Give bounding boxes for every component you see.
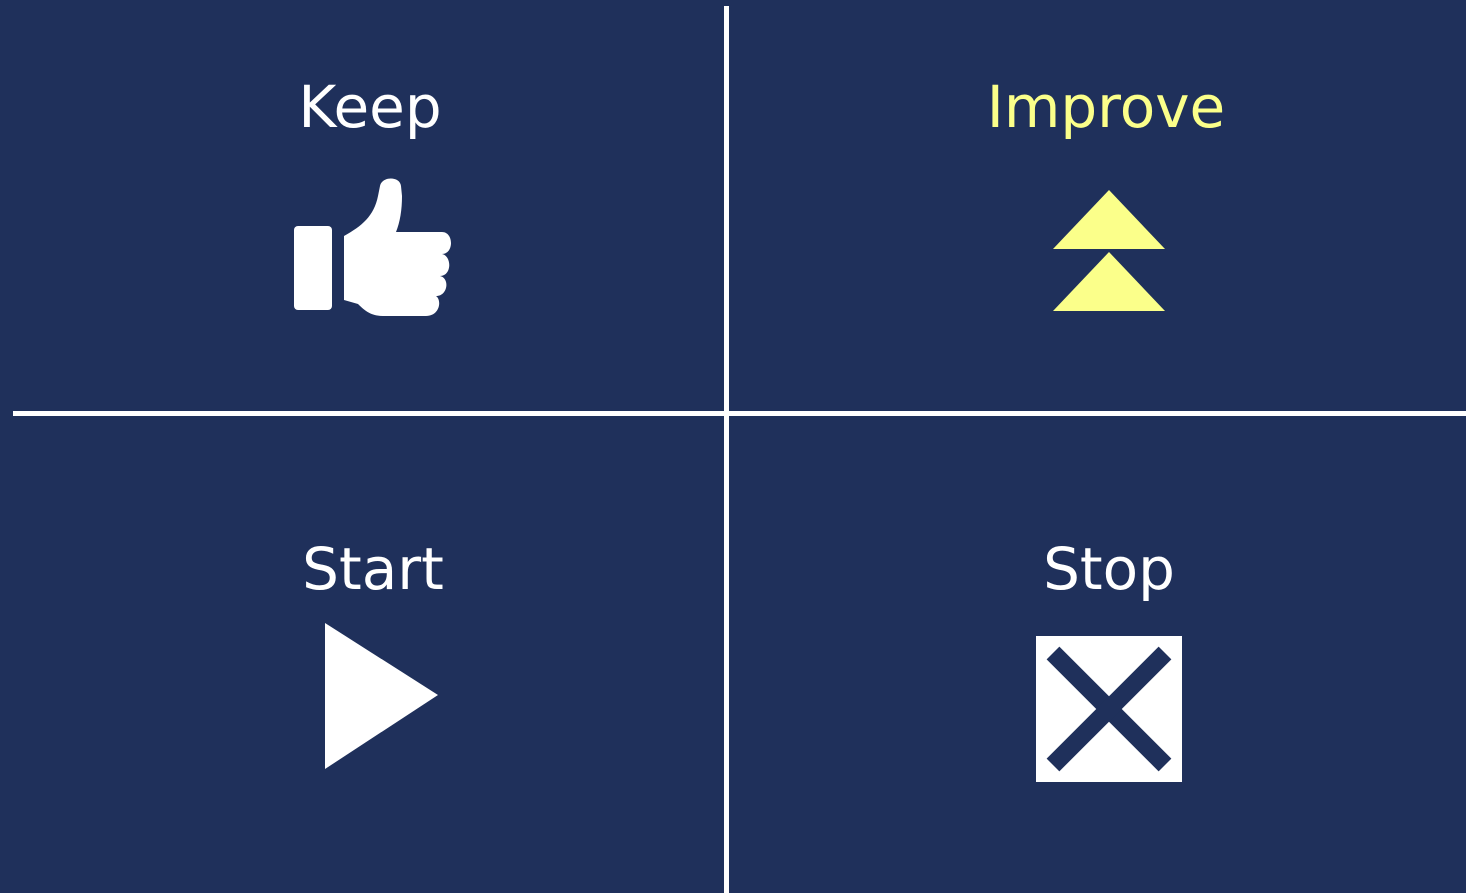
horizontal-divider — [13, 411, 1466, 416]
double-chevron-up-icon — [1053, 190, 1165, 311]
play-icon — [325, 623, 438, 769]
keep-label: Keep — [298, 73, 442, 141]
stop-label: Stop — [1043, 535, 1175, 603]
close-box-icon — [1036, 636, 1182, 782]
thumbs-up-icon — [294, 178, 451, 316]
start-label: Start — [302, 535, 444, 603]
vertical-divider — [724, 6, 729, 893]
improve-label: Improve — [986, 73, 1226, 141]
